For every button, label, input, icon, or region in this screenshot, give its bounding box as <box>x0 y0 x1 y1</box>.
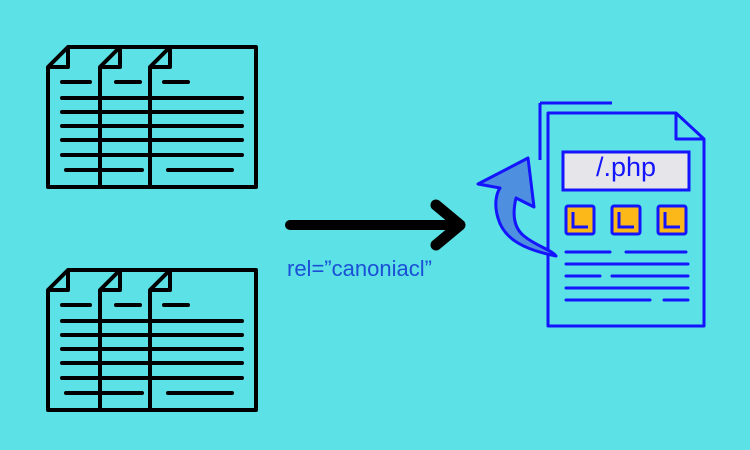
url-label: /.php <box>595 152 657 182</box>
tile-icon <box>564 204 596 236</box>
document-stack-icon <box>46 45 258 189</box>
tile-icon <box>656 204 688 236</box>
php-document-icon <box>538 101 706 328</box>
document-stack-icon <box>46 268 258 412</box>
duplicate-page <box>148 45 258 189</box>
duplicate-page <box>148 268 258 412</box>
content-lines <box>564 250 690 302</box>
arrow-right-icon <box>285 199 466 251</box>
text-lines <box>60 80 244 172</box>
curved-arrow-icon <box>476 156 558 258</box>
canonical-label: rel=”canoniacl” <box>287 256 432 281</box>
url-bar <box>561 150 691 192</box>
text-lines <box>60 303 244 395</box>
tile-row <box>564 204 688 236</box>
tile-icon <box>610 204 642 236</box>
